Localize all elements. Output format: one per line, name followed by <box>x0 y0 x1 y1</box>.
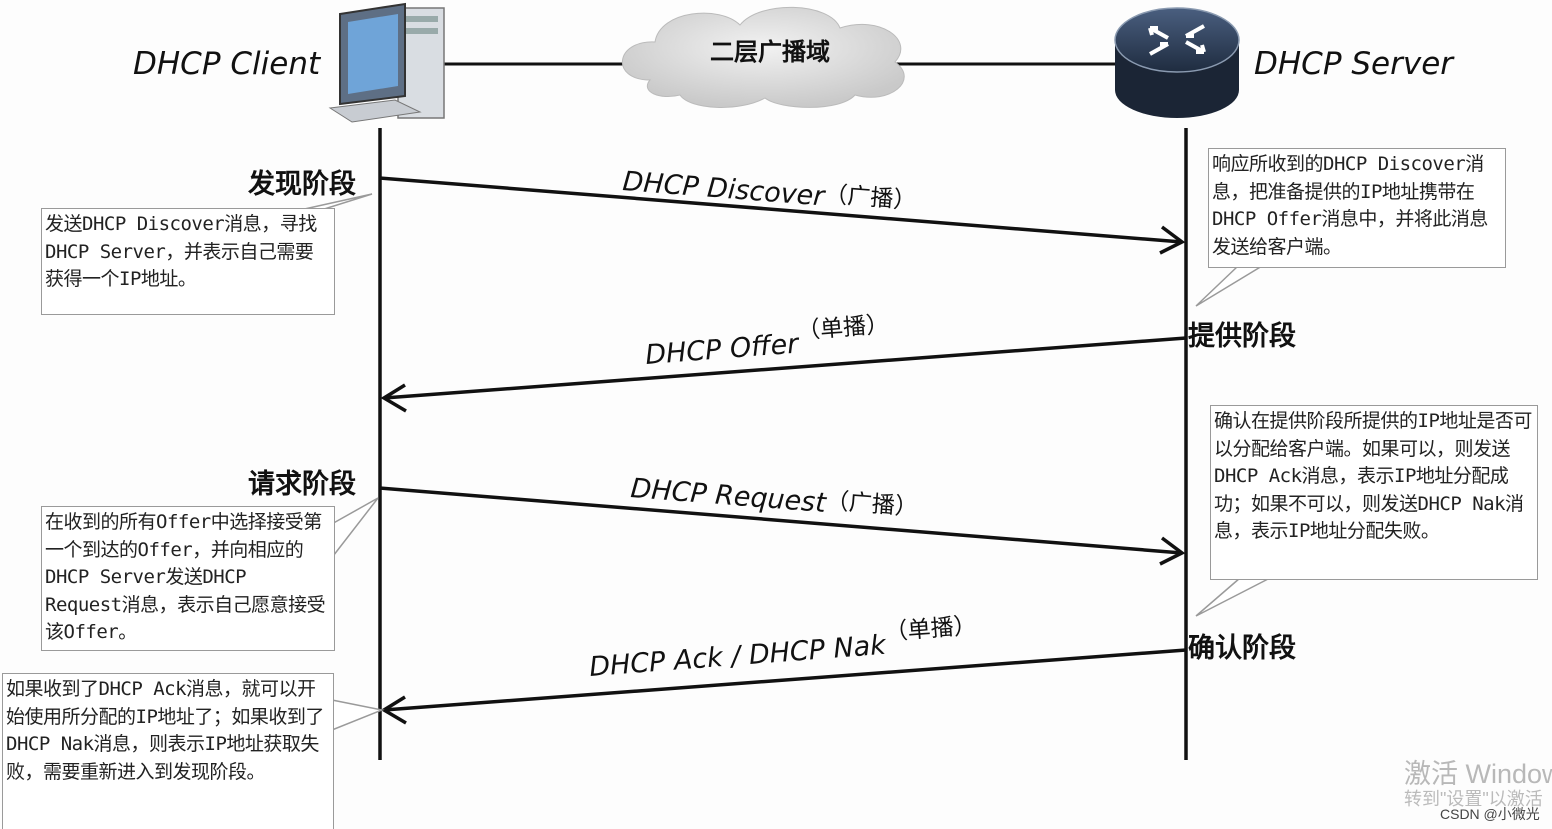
server-label: DHCP Server <box>1254 46 1455 82</box>
phase-offer: 提供阶段 <box>1188 321 1296 352</box>
offer-mode: （单播） <box>796 312 890 345</box>
request-arrow <box>379 486 1183 555</box>
request-mode: （广播） <box>825 488 919 521</box>
note-request: 在收到的所有Offer中选择接受第一个到达的Offer，并向相应的DHCP Se… <box>41 506 335 651</box>
activation-watermark-sub: 转到"设置"以激活 <box>1404 789 1543 809</box>
client-label: DHCP Client <box>133 46 322 82</box>
svg-text:DHCP Request（广播）: DHCP Request（广播） <box>629 473 918 526</box>
credit-watermark: CSDN @小微光 <box>1440 806 1540 822</box>
request-arrowhead <box>1159 536 1186 566</box>
offer-message-label: DHCP Offer <box>644 328 801 371</box>
cloud-icon <box>621 6 905 108</box>
ack-arrow <box>383 648 1187 712</box>
callout-pointer <box>1195 265 1265 307</box>
callout-pointer <box>331 699 385 732</box>
svg-text:DHCP Discover（广播）: DHCP Discover（广播） <box>621 166 917 219</box>
offer-arrowhead <box>380 383 407 413</box>
callout-pointer <box>329 497 379 563</box>
phase-request: 请求阶段 <box>248 469 356 500</box>
note-discover: 发送DHCP Discover消息，寻找DHCP Server，并表示自己需要获… <box>41 208 335 315</box>
note-ack: 确认在提供阶段所提供的IP地址是否可以分配给客户端。如果可以，则发送DHCP A… <box>1210 405 1538 580</box>
phase-ack: 确认阶段 <box>1188 633 1296 664</box>
discover-arrow <box>379 176 1183 244</box>
note-client-result: 如果收到了DHCP Ack消息，就可以开始使用所分配的IP地址了；如果收到了DH… <box>2 673 334 829</box>
discover-arrowhead <box>1159 225 1186 255</box>
note-offer: 响应所收到的DHCP Discover消息，把准备提供的IP地址携带在DHCP … <box>1208 148 1506 268</box>
router-icon <box>1114 7 1240 118</box>
ack-mode: （单播） <box>884 613 978 646</box>
cloud-label: 二层广播域 <box>710 38 830 66</box>
offer-arrow <box>383 336 1187 400</box>
discover-mode: （广播） <box>823 182 917 215</box>
computer-icon <box>328 2 445 123</box>
activation-watermark: 激活 Windows <box>1404 759 1552 789</box>
svg-text:DHCP Ack / DHCP Nak（单播）: DHCP Ack / DHCP Nak（单播） <box>587 613 978 683</box>
phase-discover: 发现阶段 <box>248 169 356 200</box>
callout-pointer <box>1195 577 1271 617</box>
